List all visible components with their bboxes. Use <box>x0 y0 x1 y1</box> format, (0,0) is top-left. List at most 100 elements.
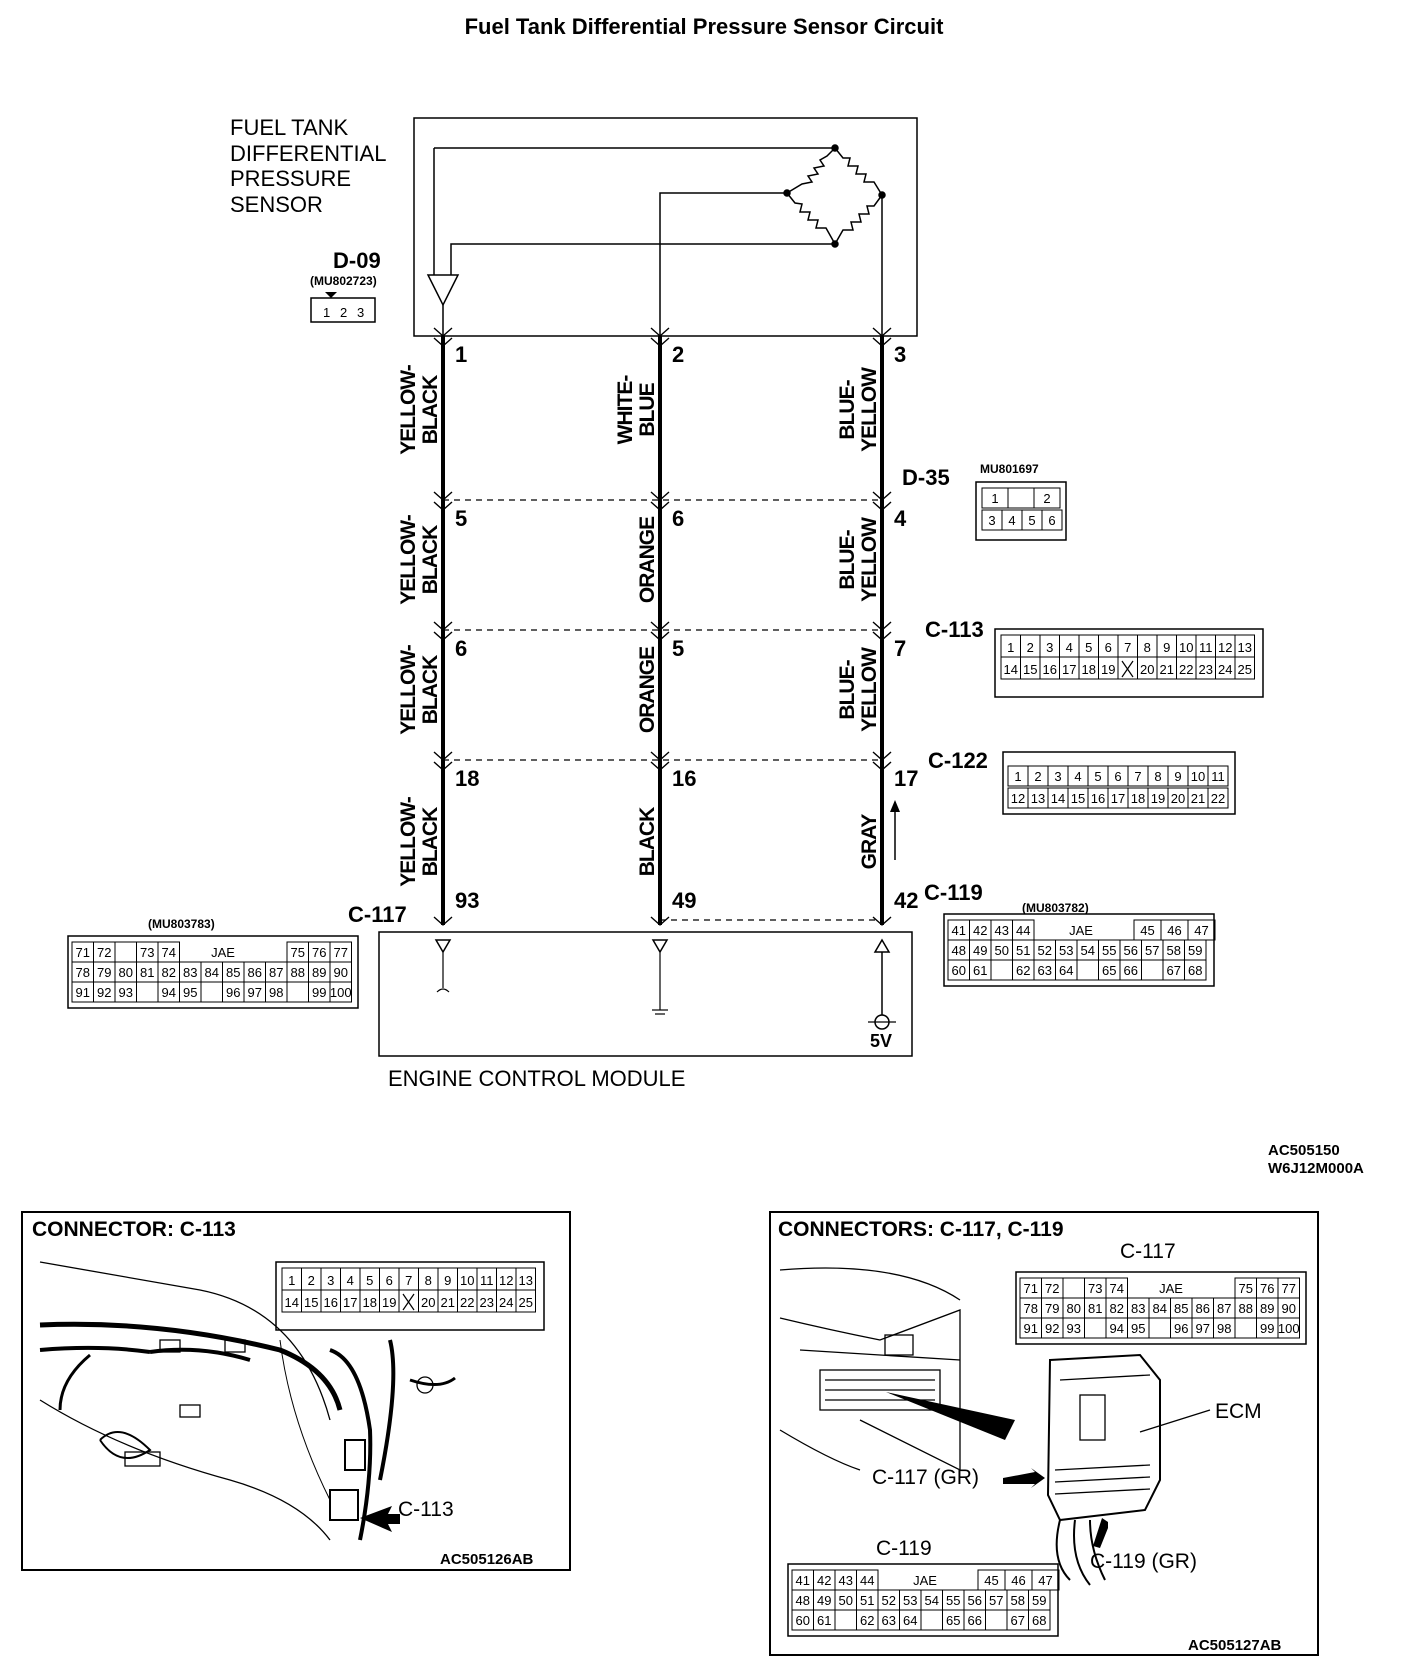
ecm-block: ENGINE CONTROL MODULE 5V <box>378 931 913 1091</box>
wire-color-label: BLUE- <box>836 659 859 719</box>
c113-pin: 10 <box>1179 640 1193 655</box>
c119-cell <box>1141 959 1164 981</box>
c113-pin: 4 <box>1066 640 1073 655</box>
ecm-pin-label: 49 <box>672 888 696 913</box>
c117-pin: 98 <box>1217 1321 1231 1336</box>
c113-pin: 8 <box>1144 640 1151 655</box>
ground-wire <box>659 192 787 335</box>
c113-pin: 22 <box>460 1295 474 1310</box>
c117-pin: 78 <box>76 965 90 980</box>
c119-pin: 59 <box>1032 1593 1046 1608</box>
c117-pin: 80 <box>1067 1301 1081 1316</box>
c119-pin: 62 <box>1016 963 1030 978</box>
c117-pointer-arrow-icon <box>1003 1468 1045 1488</box>
connector-chevron-icon <box>650 631 670 641</box>
c119-id: C-119 <box>924 880 983 905</box>
c113-pin: 8 <box>425 1273 432 1288</box>
d09-pin-1: 1 <box>323 305 330 320</box>
c122-pin: 5 <box>1094 769 1101 784</box>
d35-id: D-35 <box>902 465 950 490</box>
resistor-bridge-icon <box>783 144 886 248</box>
c117-pin: 80 <box>119 965 133 980</box>
wire-color-label: WHITE- <box>614 375 637 445</box>
wire-color-label: ORANGE <box>636 516 659 603</box>
wire-color-label: YELLOW <box>858 647 881 732</box>
c117-pin: 95 <box>1131 1321 1145 1336</box>
c113-pin: 19 <box>1101 662 1115 677</box>
c117-pin: 94 <box>162 985 176 1000</box>
c119-pin: 49 <box>973 943 987 958</box>
c119-pin: 68 <box>1032 1613 1046 1628</box>
c117-pin: 82 <box>162 965 176 980</box>
c119-face <box>787 1563 1059 1637</box>
c117-pin: 87 <box>1217 1301 1231 1316</box>
c113-pin: 14 <box>1004 662 1018 677</box>
c119-pin: 46 <box>1011 1573 1025 1588</box>
sensor-label-line-2: DIFFERENTIAL <box>230 141 386 166</box>
c113-pin: 13 <box>1238 640 1252 655</box>
c113-pin: 5 <box>366 1273 373 1288</box>
c117-pin: 86 <box>1196 1301 1210 1316</box>
c119-cell <box>990 959 1013 981</box>
panel-c117-c119: CONNECTORS: C-117, C-119 C-117 C-119 ECM… <box>769 1211 1319 1656</box>
connector-chevron-icon <box>650 916 670 926</box>
c117-pin: 75 <box>291 945 305 960</box>
c113-pointer-arrow-icon <box>360 1506 400 1532</box>
c113-pin: 21 <box>441 1295 455 1310</box>
c113-pin: 20 <box>421 1295 435 1310</box>
c119-pin: 47 <box>1038 1573 1052 1588</box>
c122-pin: 9 <box>1174 769 1181 784</box>
c117-pin: 79 <box>1045 1301 1059 1316</box>
c119-pin: 66 <box>968 1613 982 1628</box>
ecm-5v-label: 5V <box>870 1031 892 1051</box>
c113-pin: 20 <box>1140 662 1154 677</box>
wire-pin-label: 6 <box>455 636 467 661</box>
c113-pin: 21 <box>1160 662 1174 677</box>
d35-face <box>975 481 1067 541</box>
c122-pin: 22 <box>1211 791 1225 806</box>
connector-chevron-icon <box>433 761 453 771</box>
connector-chevron-icon <box>872 327 892 337</box>
c117-pin: 92 <box>97 985 111 1000</box>
c119-part: (MU803782) <box>1022 901 1089 915</box>
c117-cell <box>136 981 159 1003</box>
c117-cell <box>114 941 137 963</box>
c119-cell <box>920 1609 943 1631</box>
d35-pin: 3 <box>988 513 995 528</box>
c113-pin: 9 <box>444 1273 451 1288</box>
c113-pin: 18 <box>363 1295 377 1310</box>
c113-pin: 13 <box>519 1273 533 1288</box>
d09-connector-face <box>310 297 376 323</box>
wire-pin-label: 17 <box>894 766 918 791</box>
c119-pin: 47 <box>1194 923 1208 938</box>
c119-cell <box>1184 959 1207 981</box>
c113-id: C-113 <box>925 617 984 642</box>
connector-chevron-icon <box>433 337 453 347</box>
c113-pin: 2 <box>1027 640 1034 655</box>
c119-pin: 42 <box>817 1573 831 1588</box>
c113-pin: 6 <box>1105 640 1112 655</box>
c119-pin: 67 <box>1167 963 1181 978</box>
wire-pin-label: 4 <box>894 506 907 531</box>
d35-cell <box>1041 509 1063 531</box>
c119-cell <box>1076 959 1099 981</box>
wire-pin-label: 1 <box>455 342 467 367</box>
wire-color-label: ORANGE <box>636 646 659 733</box>
connector-chevron-icon <box>650 761 670 771</box>
c113-pin: 24 <box>499 1295 513 1310</box>
c119-pin: 52 <box>1038 943 1052 958</box>
c113-pin: 23 <box>1199 662 1213 677</box>
c119-pin: 61 <box>817 1613 831 1628</box>
c113-pin: 16 <box>1043 662 1057 677</box>
c113-pin: 25 <box>519 1295 533 1310</box>
c117-pin: 88 <box>1239 1301 1253 1316</box>
c117-cell <box>1277 1277 1300 1299</box>
zoom-wedge <box>886 1392 1015 1440</box>
c119-pin: 41 <box>796 1573 810 1588</box>
c117-cell <box>1062 1277 1085 1299</box>
c117-cell <box>157 941 180 963</box>
wire-color-label: YELLOW- <box>397 796 420 886</box>
c122-pin: 12 <box>1011 791 1025 806</box>
c119-pin: 61 <box>973 963 987 978</box>
c119-pin: 63 <box>882 1613 896 1628</box>
